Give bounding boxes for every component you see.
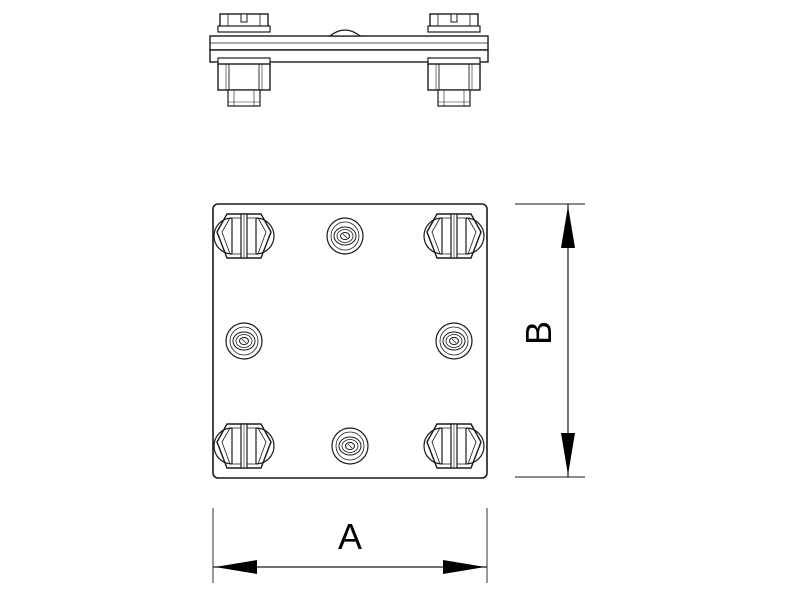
arrowhead-a-left xyxy=(215,560,257,574)
bolt-bottom-right xyxy=(423,423,485,469)
arrowhead-b-top xyxy=(561,206,575,248)
rivet-right xyxy=(435,322,473,360)
side-lower-plate xyxy=(209,49,489,63)
plan-view xyxy=(212,203,488,479)
rivet-left xyxy=(225,322,263,360)
side-rivet-head xyxy=(328,29,362,37)
dimension-label-a: A xyxy=(338,516,362,557)
side-view xyxy=(209,13,489,107)
side-bolt-left xyxy=(217,13,271,107)
arrowhead-a-right xyxy=(443,560,485,574)
rivet-top xyxy=(326,217,364,255)
dimension-a: A xyxy=(212,508,488,583)
dimension-label-b: B xyxy=(518,321,559,345)
clamp-plate xyxy=(212,203,488,479)
arrowhead-b-bottom xyxy=(561,433,575,475)
dimension-b: B xyxy=(515,203,585,478)
side-bolt-right xyxy=(427,13,481,107)
bolt-top-right xyxy=(423,213,485,259)
rivet-bottom xyxy=(331,427,369,465)
bolt-top-left xyxy=(213,213,275,259)
bolt-bottom-left xyxy=(213,423,275,469)
